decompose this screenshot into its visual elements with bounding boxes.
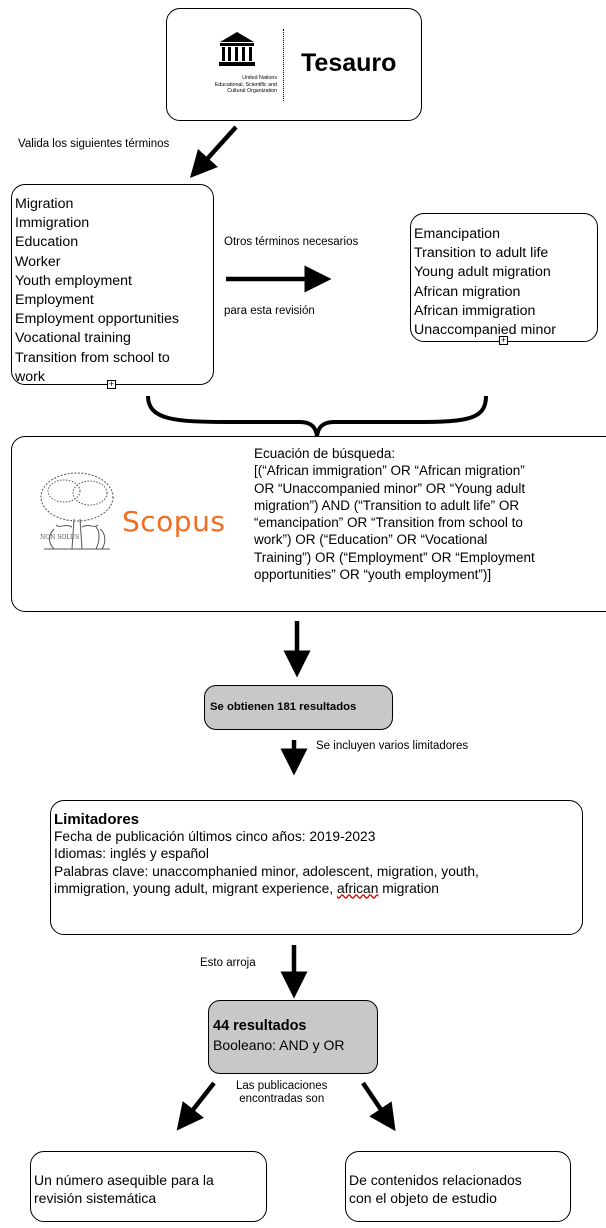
list-item: African migration — [414, 283, 521, 300]
equation-line: Ecuación de búsqueda: — [254, 446, 396, 461]
equation-line: OR “Unaccompanied minor” OR “Young adult — [254, 480, 526, 496]
list-item: Young adult migration — [414, 264, 551, 281]
tesauro-title: Tesauro — [301, 49, 397, 77]
validate-label: Valida los siguientes términos — [18, 138, 170, 150]
list-item: Vocational training — [15, 330, 131, 347]
yields-label: Esto arroja — [200, 957, 256, 969]
equation-line: Training”) OR (“Employment” OR “Employme… — [254, 549, 535, 565]
final-box-right: De contenidos relacionados con el objeto… — [345, 1151, 571, 1222]
scopus-box: NON SOLUS Scopus Ecuación de búsqueda: [… — [11, 436, 606, 612]
list-item: Employment opportunities — [15, 311, 180, 328]
arrow-44-to-left — [176, 1081, 216, 1131]
unesco-org-name: United Nations Educational, Scientific a… — [214, 75, 277, 94]
other-terms-label: Otros términos necesarios — [224, 236, 359, 248]
curly-brace — [146, 395, 488, 437]
spellcheck-word: african — [336, 880, 379, 896]
list-item: Immigration — [15, 215, 90, 232]
limitadores-line: Fecha de publicación últimos cinco años:… — [54, 829, 376, 845]
results-44-sub: Booleano: AND y OR — [213, 1037, 345, 1053]
equation-line: migration”) AND (“Transition to adult li… — [254, 497, 520, 513]
unesco-logo — [217, 31, 257, 67]
terms-list-right: Emancipation Transition to adult life Yo… — [414, 225, 556, 340]
list-item: Worker — [15, 253, 61, 270]
limitadores-title: Limitadores — [54, 811, 140, 828]
limitadores-line: Palabras clave: unaccomphanied minor, ad… — [54, 863, 479, 879]
equation-line: [(“African immigration” OR “African migr… — [254, 463, 525, 479]
publications-label: Las publicaciones encontradas son — [236, 1080, 328, 1105]
list-item: Education — [15, 234, 79, 251]
arrow-44-to-right — [361, 1081, 396, 1132]
limitadores-box: Limitadores Fecha de publicación últimos… — [50, 800, 583, 935]
search-equation: Ecuación de búsqueda: [(“African immigra… — [254, 445, 535, 583]
expand-icon[interactable]: + — [107, 379, 116, 389]
final-right-text: De contenidos relacionados con el objeto… — [349, 1172, 522, 1206]
final-box-left: Un número asequible para la revisión sis… — [30, 1151, 267, 1222]
includes-limiters-label: Se incluyen varios limitadores — [316, 740, 469, 752]
temple-icon — [219, 32, 255, 66]
other-terms-label-2: para esta revisión — [224, 305, 315, 317]
results-44-title: 44 resultados — [213, 1018, 307, 1034]
logo-divider — [283, 29, 284, 101]
svg-text:NON SOLUS: NON SOLUS — [40, 534, 79, 541]
terms-box-left: Migration Immigration Education Worker Y… — [11, 184, 214, 385]
tesauro-box: United Nations Educational, Scientific a… — [166, 8, 422, 121]
list-item: Transition to adult life — [414, 245, 549, 262]
list-item: Youth employment — [15, 272, 132, 289]
results-44-box: 44 resultados Booleano: AND y OR — [208, 1000, 378, 1074]
list-item: Unaccompanied minor — [414, 322, 556, 339]
expand-icon[interactable]: + — [499, 335, 508, 345]
list-item: Employment — [15, 292, 94, 309]
scopus-logo-text: Scopus — [122, 505, 226, 538]
arrow-tesauro-to-terms — [189, 125, 238, 179]
equation-line: “emancipation” OR “Transition from schoo… — [254, 515, 523, 531]
limitadores-content: Limitadores Fecha de publicación últimos… — [54, 811, 479, 897]
equation-line: opportunities” OR “youth employment”)] — [254, 567, 492, 583]
list-item: Transition from school to — [15, 349, 170, 366]
elsevier-tree-icon: NON SOLUS — [34, 469, 120, 553]
results-181-box: Se obtienen 181 resultados — [204, 685, 393, 730]
list-item: African immigration — [414, 302, 536, 319]
equation-line: work”) OR (“Education” OR “Vocational — [254, 532, 488, 548]
results-181-text: Se obtienen 181 resultados — [210, 701, 357, 713]
list-item: Emancipation — [414, 226, 500, 242]
list-item: work — [15, 368, 45, 385]
terms-box-right: Emancipation Transition to adult life Yo… — [410, 213, 598, 342]
terms-list-left: Migration Immigration Education Worker Y… — [15, 195, 179, 387]
final-left-text: Un número asequible para la revisión sis… — [34, 1172, 214, 1206]
limitadores-line: immigration, young adult, migrant experi… — [54, 880, 439, 896]
list-item: Migration — [15, 196, 74, 212]
limitadores-line: Idiomas: inglés y español — [54, 846, 209, 862]
